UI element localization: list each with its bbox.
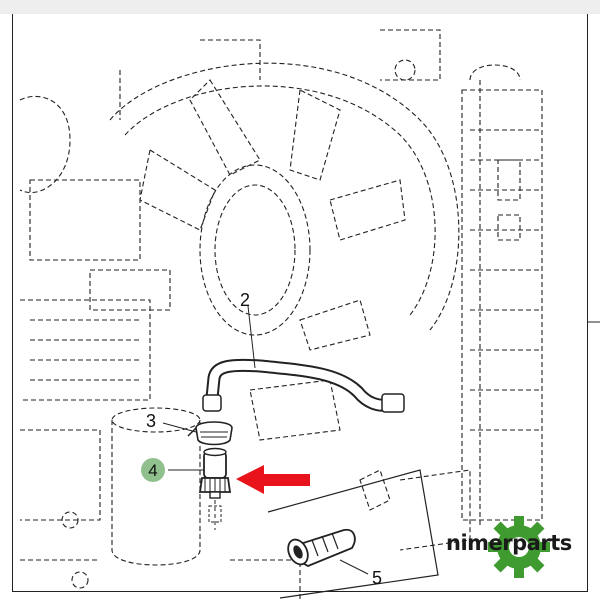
detail-part-5	[267, 469, 439, 599]
pressure-switch-part-4	[198, 447, 232, 530]
background-machinery	[19, 29, 543, 600]
arrow-left-icon	[236, 465, 310, 494]
callout-4-label: 4	[148, 460, 158, 480]
callout-4: 4	[141, 458, 165, 482]
gear-icon	[488, 516, 550, 578]
hose-part-2	[202, 358, 405, 413]
callout-5: 5	[372, 568, 383, 588]
brand-name: nimerparts	[446, 531, 572, 555]
top-strip	[0, 0, 600, 14]
leader-lines	[162, 305, 256, 471]
clamp-part-3	[187, 421, 233, 446]
callout-2: 2	[240, 290, 251, 310]
diagram-frame	[12, 14, 588, 592]
callout-3: 3	[146, 411, 157, 431]
brand-logo: nimerparts	[446, 512, 594, 582]
